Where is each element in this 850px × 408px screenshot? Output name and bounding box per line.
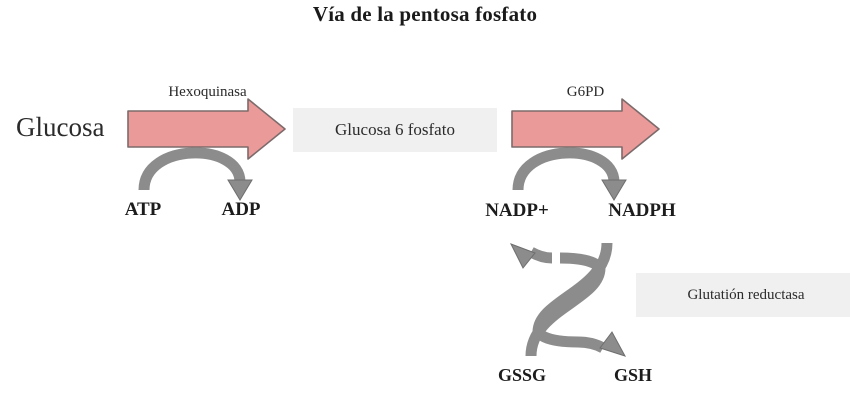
enzyme-hexoquinasa: Hexoquinasa: [168, 84, 247, 100]
page-title: Vía de la pentosa fosfato: [312, 2, 538, 26]
enzyme-glutation-reductasa: Glutatión reductasa: [636, 273, 850, 317]
node-atp: ATP: [124, 199, 162, 220]
node-gsh: GSH: [613, 365, 652, 385]
nadph-to-gsh-crossing-arrow: [532, 242, 627, 357]
gssg-to-nadp-crossing-arrow: [509, 243, 606, 357]
node-nadp-plus: NADP+: [485, 200, 549, 221]
enzyme-g6pd: G6PD: [566, 84, 605, 100]
node-glucosa: Glucosa: [16, 112, 105, 142]
hexokinase-reaction-arrow: [127, 98, 286, 160]
g6pd-reaction-arrow: [511, 98, 660, 160]
node-gssg: GSSG: [497, 365, 547, 385]
node-adp: ADP: [221, 199, 261, 220]
atp-to-adp-curved-arrow: [138, 147, 253, 201]
node-nadph: NADPH: [608, 200, 676, 221]
node-glucosa-6-fosfato: Glucosa 6 fosfato: [293, 108, 497, 152]
nadp-to-nadph-curved-arrow: [512, 147, 627, 201]
